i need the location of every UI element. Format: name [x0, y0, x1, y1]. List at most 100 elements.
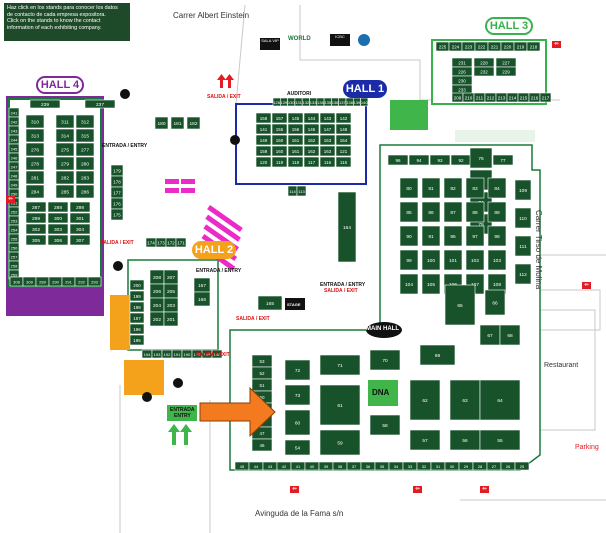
stand-135[interactable]: 135 — [323, 97, 332, 107]
stand-282[interactable]: 282 — [55, 170, 75, 185]
stand-165[interactable]: 165 — [257, 295, 283, 311]
stand-shape[interactable] — [495, 66, 517, 77]
stand-shape[interactable] — [25, 128, 45, 143]
stand-shape[interactable] — [211, 349, 223, 359]
stand-25[interactable]: 25 — [514, 461, 530, 471]
stand-shape[interactable] — [303, 145, 320, 157]
stand-55[interactable]: 55 — [479, 429, 521, 451]
stand-163[interactable]: 163 — [319, 145, 336, 157]
stand-232[interactable]: 232 — [473, 66, 495, 77]
stand-306[interactable]: 306 — [47, 234, 69, 246]
stand-179[interactable]: 179 — [110, 164, 124, 177]
stand-281[interactable]: 281 — [25, 170, 45, 185]
stand-shape[interactable] — [25, 234, 47, 246]
stand-53[interactable]: 53 — [251, 354, 273, 368]
stand-shape[interactable] — [319, 145, 336, 157]
stand-60[interactable]: 60 — [284, 409, 311, 436]
stand-shape[interactable] — [163, 311, 179, 327]
stand-shape[interactable] — [29, 99, 61, 109]
stand-shape[interactable] — [255, 112, 272, 124]
stand-shape[interactable] — [47, 201, 69, 213]
stand-shape[interactable] — [25, 212, 47, 224]
stand-257[interactable]: 257 — [8, 251, 20, 262]
stand-177[interactable]: 177 — [110, 186, 124, 199]
stand-315[interactable]: 315 — [75, 128, 95, 143]
stand-162[interactable]: 162 — [303, 145, 320, 157]
stand-shape[interactable] — [25, 156, 45, 171]
stand-shape[interactable] — [75, 142, 95, 157]
stand-shape[interactable] — [444, 284, 476, 326]
stand-shape[interactable] — [75, 184, 95, 199]
stand-204[interactable]: 204 — [149, 297, 165, 313]
stand-shape[interactable] — [473, 66, 495, 77]
stand-shape[interactable] — [284, 409, 311, 436]
stand-220[interactable]: 220 — [500, 41, 515, 52]
stand-110[interactable]: 110 — [514, 207, 532, 229]
stand-102[interactable]: 102 — [465, 249, 485, 271]
stand-shape[interactable] — [129, 334, 145, 346]
stand-227[interactable]: 227 — [495, 57, 517, 68]
stand-239[interactable]: 239 — [29, 99, 61, 109]
stand-132[interactable]: 132 — [301, 97, 310, 107]
stand-225[interactable]: 225 — [435, 41, 450, 52]
stand-243[interactable]: 243 — [8, 125, 20, 136]
stand-shape[interactable] — [129, 279, 145, 291]
stand-shape[interactable] — [303, 134, 320, 146]
stand-223[interactable]: 223 — [461, 41, 476, 52]
stand-139[interactable]: 139 — [352, 97, 361, 107]
stand-35[interactable]: 35 — [374, 461, 390, 471]
stand-168[interactable]: 168 — [211, 349, 223, 359]
stand-101[interactable]: 101 — [443, 249, 463, 271]
stand-276[interactable]: 276 — [25, 142, 45, 157]
stand-120[interactable]: 120 — [255, 156, 272, 168]
stand-shape[interactable] — [284, 359, 311, 381]
stand-shape[interactable] — [55, 156, 75, 171]
stand-100[interactable]: 100 — [421, 249, 441, 271]
stand-shape[interactable] — [369, 349, 401, 371]
stand-247[interactable]: 247 — [8, 161, 20, 172]
stand-172[interactable]: 172 — [165, 237, 177, 248]
stand-shape[interactable] — [87, 276, 102, 287]
stand-shape[interactable] — [271, 145, 288, 157]
stand-59[interactable]: 59 — [319, 429, 361, 456]
stand-305[interactable]: 305 — [25, 234, 47, 246]
stand-shape[interactable] — [271, 156, 288, 168]
stand-shape[interactable] — [25, 114, 45, 129]
stand-52[interactable]: 52 — [251, 366, 273, 380]
stand-303[interactable]: 303 — [47, 223, 69, 235]
stand-shape[interactable] — [319, 134, 336, 146]
stand-299[interactable]: 299 — [25, 212, 47, 224]
stand-280[interactable]: 280 — [75, 156, 95, 171]
stand-33[interactable]: 33 — [402, 461, 418, 471]
stand-shape[interactable] — [487, 249, 507, 271]
stand-248[interactable]: 248 — [8, 170, 20, 181]
stand-144[interactable]: 144 — [303, 112, 320, 124]
hall-3-badge[interactable]: HALL 3 — [485, 17, 533, 35]
stand-shape[interactable] — [271, 134, 288, 146]
stand-shape[interactable] — [287, 156, 304, 168]
stand-31[interactable]: 31 — [430, 461, 446, 471]
stand-shape[interactable] — [514, 235, 532, 257]
stand-200[interactable]: 200 — [129, 279, 145, 291]
stand-shape[interactable] — [55, 142, 75, 157]
stand-145[interactable]: 145 — [287, 112, 304, 124]
stand-shape[interactable] — [465, 225, 485, 247]
stand-224[interactable]: 224 — [448, 41, 463, 52]
stand-46[interactable]: 46 — [251, 438, 273, 452]
stand-284[interactable]: 284 — [25, 184, 45, 199]
stand-shape[interactable] — [484, 289, 506, 316]
stand-82[interactable]: 82 — [443, 177, 463, 199]
stand-156[interactable]: 156 — [287, 123, 304, 135]
stand-shape[interactable] — [335, 156, 352, 168]
stand-58[interactable]: 58 — [369, 414, 401, 436]
stand-shape[interactable] — [303, 112, 320, 124]
stand-39[interactable]: 39 — [318, 461, 334, 471]
stand-shape[interactable] — [287, 134, 304, 146]
stand-89[interactable]: 89 — [487, 201, 507, 223]
stand-shape[interactable] — [479, 379, 521, 421]
stand-shape[interactable] — [75, 114, 95, 129]
stand-289[interactable]: 289 — [35, 276, 50, 287]
stand-309[interactable]: 309 — [22, 276, 37, 287]
stand-shape[interactable] — [25, 201, 47, 213]
stand-43[interactable]: 43 — [262, 461, 278, 471]
